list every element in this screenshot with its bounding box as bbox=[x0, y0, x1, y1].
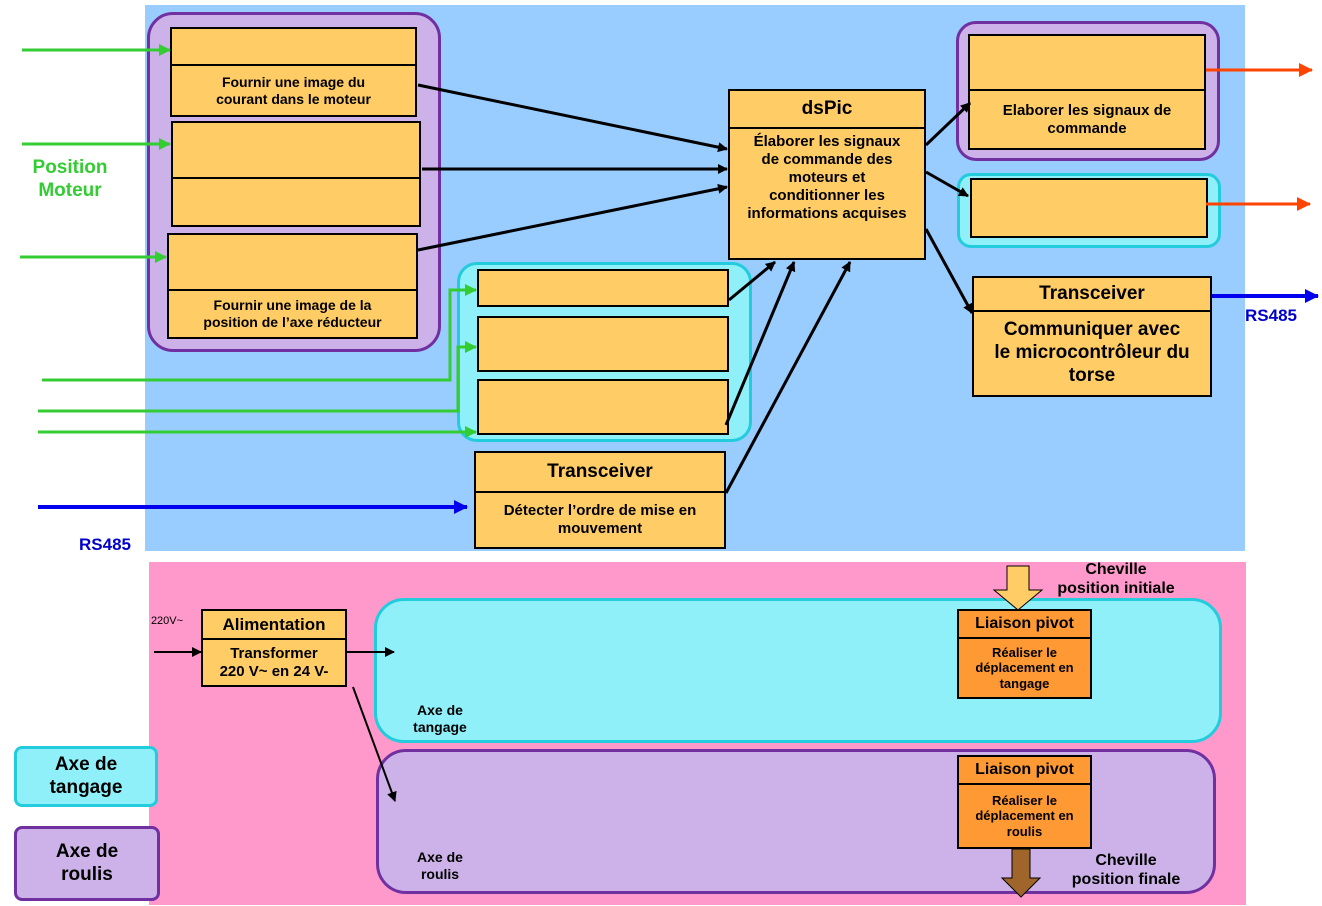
dspic-title: dsPic bbox=[730, 91, 924, 129]
courant-sensor-header bbox=[172, 29, 415, 66]
dspic-desc: Élaborer les signaux de commande des mot… bbox=[747, 133, 907, 222]
pivot-roulis-block: Liaison pivot Réaliser le déplacement en… bbox=[957, 755, 1092, 849]
green-arrow-4 bbox=[42, 284, 477, 382]
commande-desc: Elaborer les signaux de commande bbox=[1002, 101, 1172, 137]
transceiver-left-desc: Détecter l’ordre de mise en mouvement bbox=[503, 502, 697, 537]
output-cyan-block bbox=[970, 178, 1208, 238]
position-moteur-label: Position Moteur bbox=[32, 157, 108, 201]
input-block-3 bbox=[477, 379, 729, 435]
transceiver-right-block: Transceiver Communiquer avec le microcon… bbox=[972, 276, 1212, 397]
arrow-input3-dspic bbox=[724, 261, 796, 426]
pivot-tangage-block: Liaison pivot Réaliser le déplacement en… bbox=[957, 609, 1092, 699]
arrow-alim-roulis bbox=[352, 686, 397, 802]
input-block-2 bbox=[477, 316, 729, 372]
arrow-dspic-output bbox=[925, 170, 969, 198]
courant-sensor-desc: Fournir une image du courant dans le mot… bbox=[216, 73, 371, 107]
axe-reducteur-desc: Fournir une image de la position de l’ax… bbox=[203, 297, 382, 330]
dspic-block: dsPic Élaborer les signaux de commande d… bbox=[728, 89, 926, 260]
alimentation-block: Alimentation Transformer 220 V~ en 24 V- bbox=[201, 609, 347, 687]
cheville-initiale-label: Cheville position initiale bbox=[1057, 561, 1175, 598]
green-arrow-5 bbox=[38, 341, 477, 413]
commande-block: Elaborer les signaux de commande bbox=[968, 34, 1206, 150]
alimentation-title: Alimentation bbox=[203, 611, 345, 640]
courant-sensor-block: Fournir une image du courant dans le mot… bbox=[170, 27, 417, 117]
axe-roulis-label: Axe de roulis bbox=[417, 849, 463, 882]
transceiver-left-block: Transceiver Détecter l’ordre de mise en … bbox=[474, 451, 726, 549]
axe-reducteur-header bbox=[169, 235, 416, 291]
axe-tangage-label: Axe de tangage bbox=[413, 702, 467, 735]
cheville-finale-arrow bbox=[1000, 848, 1042, 898]
arrow-dspic-commande bbox=[924, 101, 972, 147]
arrow-input1-dspic bbox=[728, 260, 776, 302]
v220-label: 220V~ bbox=[150, 615, 184, 627]
transceiver-right-desc: Communiquer avec le microcontrôleur du t… bbox=[994, 319, 1190, 386]
pivot-tangage-desc: Réaliser le déplacement en tangage bbox=[975, 644, 1074, 691]
cheville-initiale-arrow bbox=[992, 565, 1044, 611]
arrow-courant-dspic bbox=[417, 83, 728, 153]
pivot-tangage-title: Liaison pivot bbox=[959, 611, 1090, 639]
transceiver-left-title: Transceiver bbox=[476, 453, 724, 493]
axe-reducteur-block: Fournir une image de la position de l’ax… bbox=[167, 233, 418, 339]
arrow-axe-dspic bbox=[417, 183, 728, 252]
position-moteur-block bbox=[171, 121, 421, 227]
alimentation-desc: Transformer 220 V~ en 24 V- bbox=[219, 644, 329, 680]
arrow-transceiver-dspic bbox=[724, 261, 852, 494]
pivot-roulis-title: Liaison pivot bbox=[959, 757, 1090, 785]
legend-roulis: Axe de roulis bbox=[14, 826, 160, 901]
pivot-roulis-desc: Réaliser le déplacement en roulis bbox=[975, 792, 1074, 839]
rs485-left-label: RS485 bbox=[79, 535, 131, 554]
transceiver-right-title: Transceiver bbox=[974, 278, 1210, 312]
commande-header bbox=[970, 36, 1204, 91]
input-block-1 bbox=[477, 269, 729, 307]
rs485-right-label: RS485 bbox=[1245, 306, 1297, 325]
arrow-dspic-transceiver bbox=[924, 228, 974, 314]
legend-tangage: Axe de tangage bbox=[14, 746, 158, 807]
cheville-finale-label: Cheville position finale bbox=[1071, 852, 1181, 889]
position-moteur-header bbox=[173, 123, 419, 179]
